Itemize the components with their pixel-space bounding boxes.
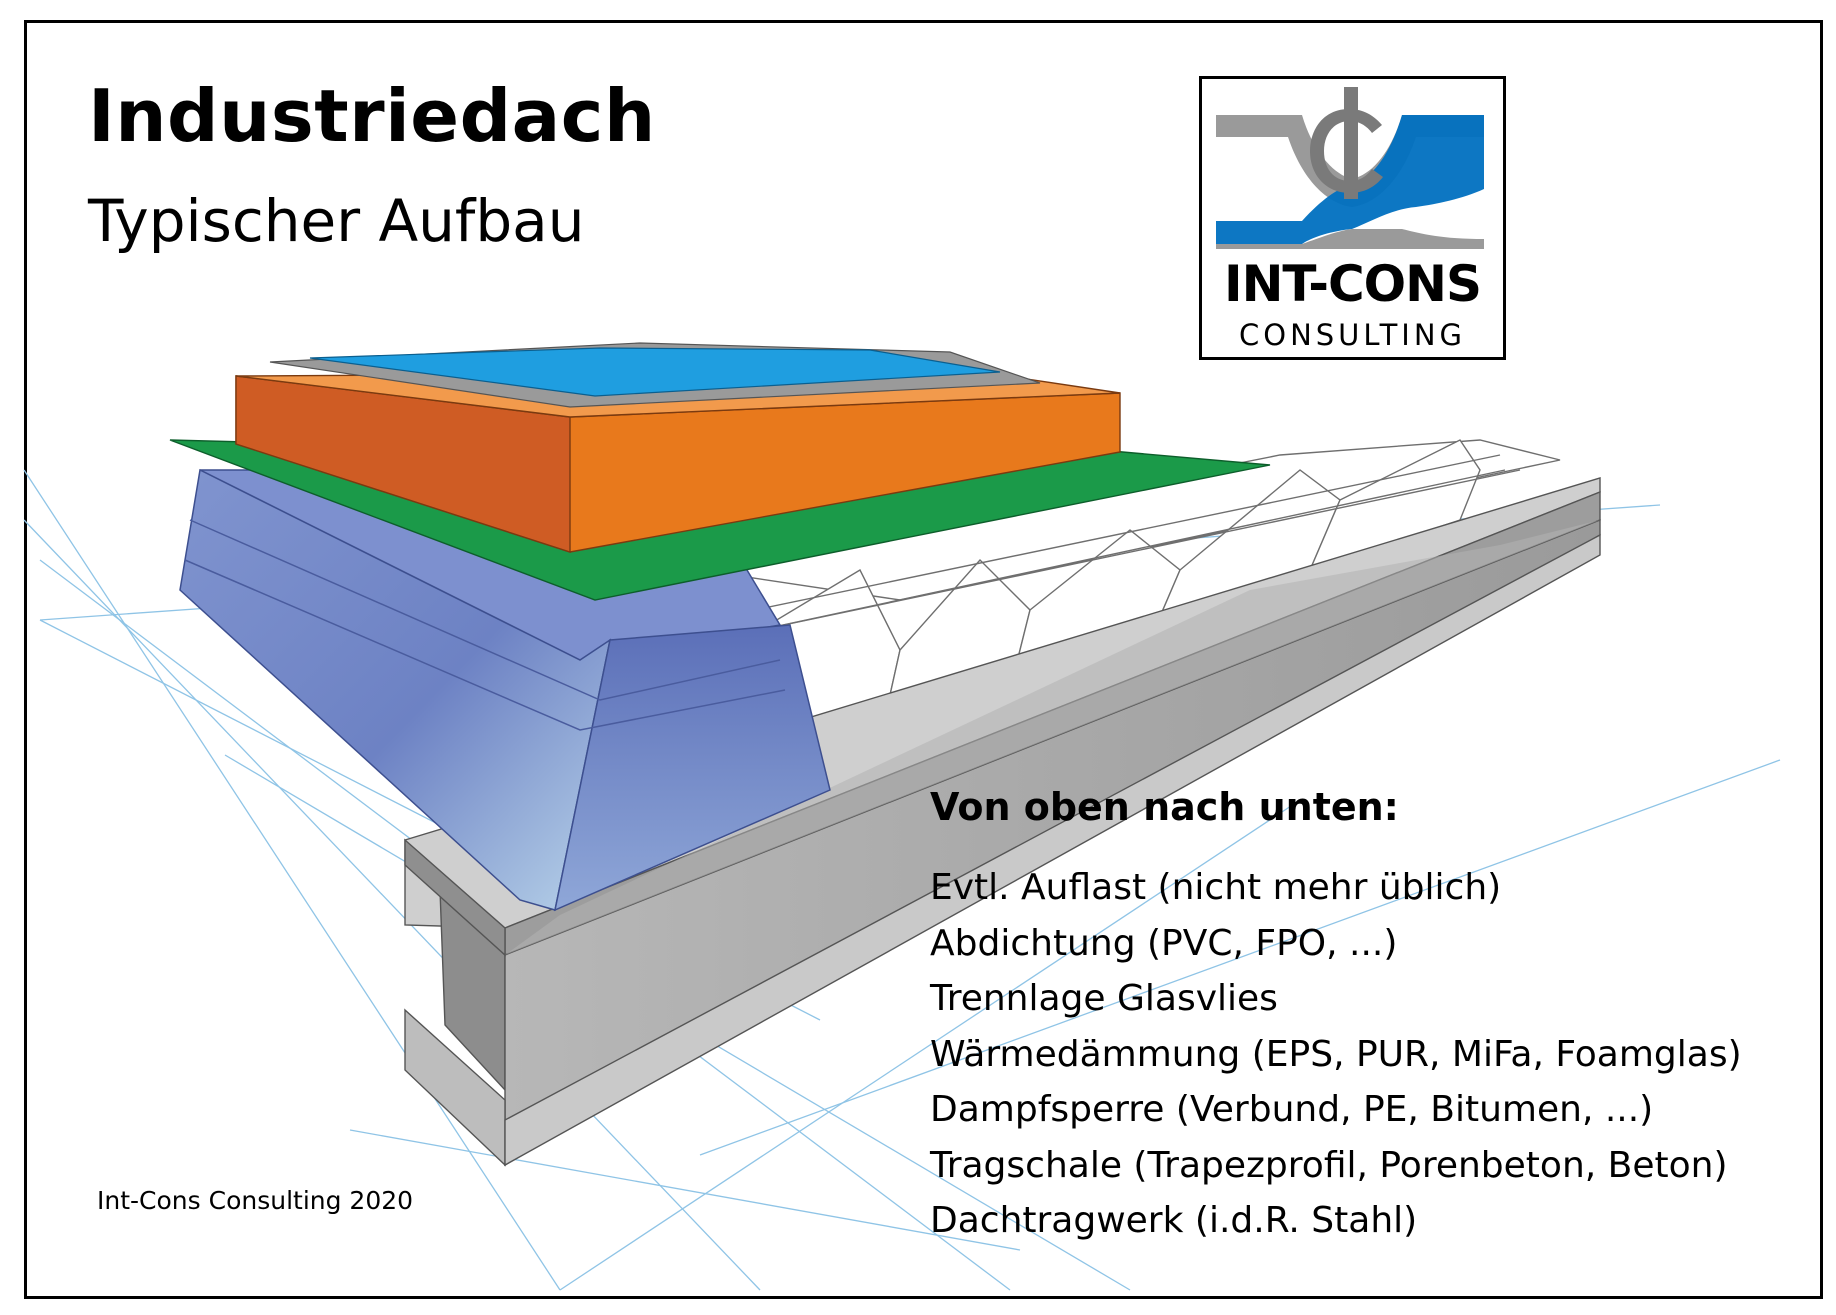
- logo-subtitle: CONSULTING: [1239, 318, 1466, 352]
- credit-text: Int-Cons Consulting 2020: [97, 1186, 414, 1215]
- diagram-frame: [24, 20, 1823, 1299]
- auflast-layer: [309, 347, 1001, 397]
- legend-item-dachtragwerk: Dachtragwerk (i.d.R. Stahl): [930, 1200, 1418, 1241]
- legend-list: Evtl. Auflast (nicht mehr üblich) Abdich…: [930, 860, 1790, 1249]
- legend-item-trennlage: Trennlage Glasvlies: [930, 978, 1278, 1019]
- legend-item-abdichtung: Abdichtung (PVC, FPO, ...): [930, 922, 1398, 964]
- logo-emblem-icon: [1216, 87, 1484, 249]
- legend-item-tragschale: Tragschale (Trapezprofil, Porenbeton, Be…: [930, 1144, 1728, 1186]
- layer-legend: Von oben nach unten: Evtl. Auflast (nich…: [930, 788, 1790, 1249]
- legend-item-auflast: Evtl. Auflast (nicht mehr üblich): [930, 867, 1502, 908]
- floor-shadow: [505, 520, 1600, 955]
- legend-item-dampfsperre: Dampfsperre (Verbund, PE, Bitumen, ...): [930, 1089, 1654, 1130]
- legend-item-waermedaemmung: Wärmedämmung (EPS, PUR, MiFa, Foamglas): [930, 1033, 1742, 1075]
- legend-heading: Von oben nach unten:: [930, 785, 1399, 829]
- logo-name: INT-CONS: [1223, 255, 1482, 313]
- page-title: Industriedach: [88, 74, 656, 158]
- company-logo: INT-CONS CONSULTING: [1199, 76, 1506, 360]
- page-subtitle: Typischer Aufbau: [88, 187, 585, 255]
